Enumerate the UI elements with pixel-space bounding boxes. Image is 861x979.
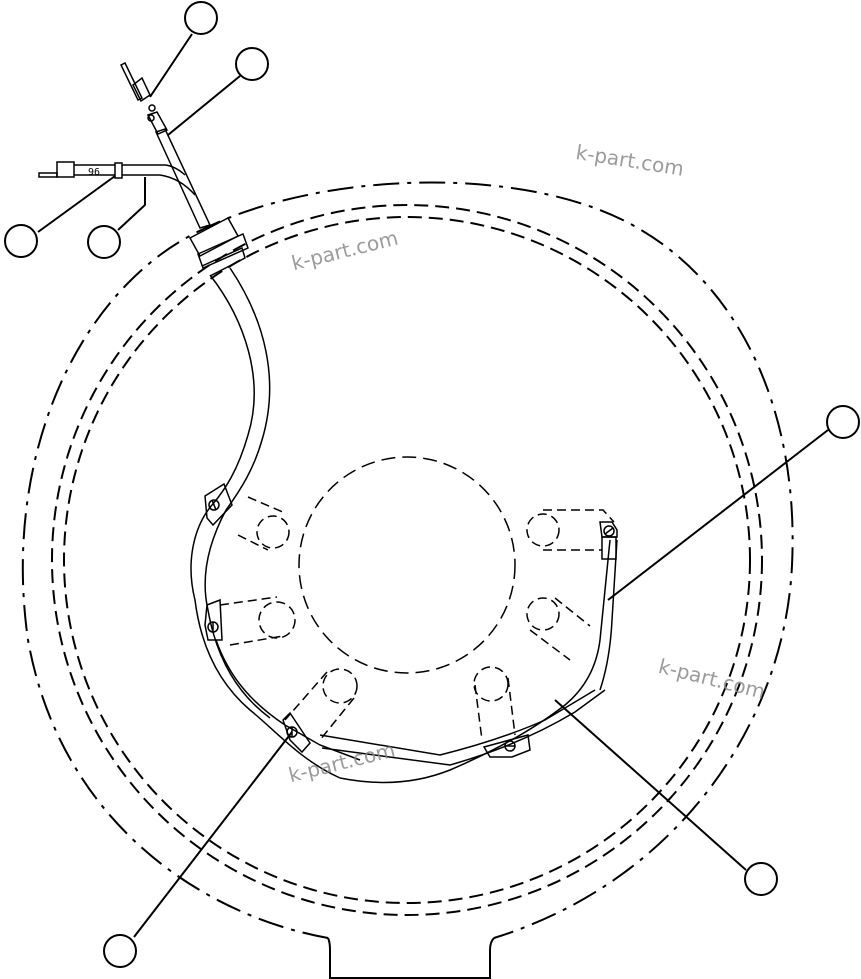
callout-top-1[interactable] bbox=[184, 1, 218, 35]
callout-bottom-left[interactable] bbox=[103, 934, 137, 968]
clamp-left bbox=[204, 598, 223, 641]
callout-left-1[interactable] bbox=[4, 224, 38, 258]
callout-bottom-right[interactable] bbox=[744, 862, 778, 896]
callout-right[interactable] bbox=[826, 405, 860, 439]
leader-lines bbox=[37, 33, 829, 938]
callout-left-2[interactable] bbox=[87, 225, 121, 259]
stud-upper-right bbox=[526, 509, 615, 551]
stud-left bbox=[219, 596, 296, 646]
stud-upper-left bbox=[237, 496, 290, 551]
housing-outer-ring bbox=[21, 181, 794, 979]
housing-inner-rings bbox=[51, 204, 763, 916]
callout-top-2[interactable] bbox=[235, 47, 269, 81]
clamp-upper-left bbox=[204, 482, 233, 527]
cable-harness: 96 bbox=[38, 61, 618, 784]
central-bore bbox=[298, 456, 516, 674]
stud-lower-right bbox=[473, 666, 516, 741]
callout-balloons bbox=[4, 1, 860, 968]
connector-label: 96 bbox=[88, 167, 100, 178]
stud-lower-left bbox=[284, 668, 358, 741]
clamp-lower-right bbox=[482, 734, 531, 758]
terminal-studs bbox=[219, 496, 615, 741]
stud-right bbox=[526, 597, 591, 661]
clamp-lower-left bbox=[282, 711, 311, 754]
clamp-screws bbox=[204, 482, 531, 758]
